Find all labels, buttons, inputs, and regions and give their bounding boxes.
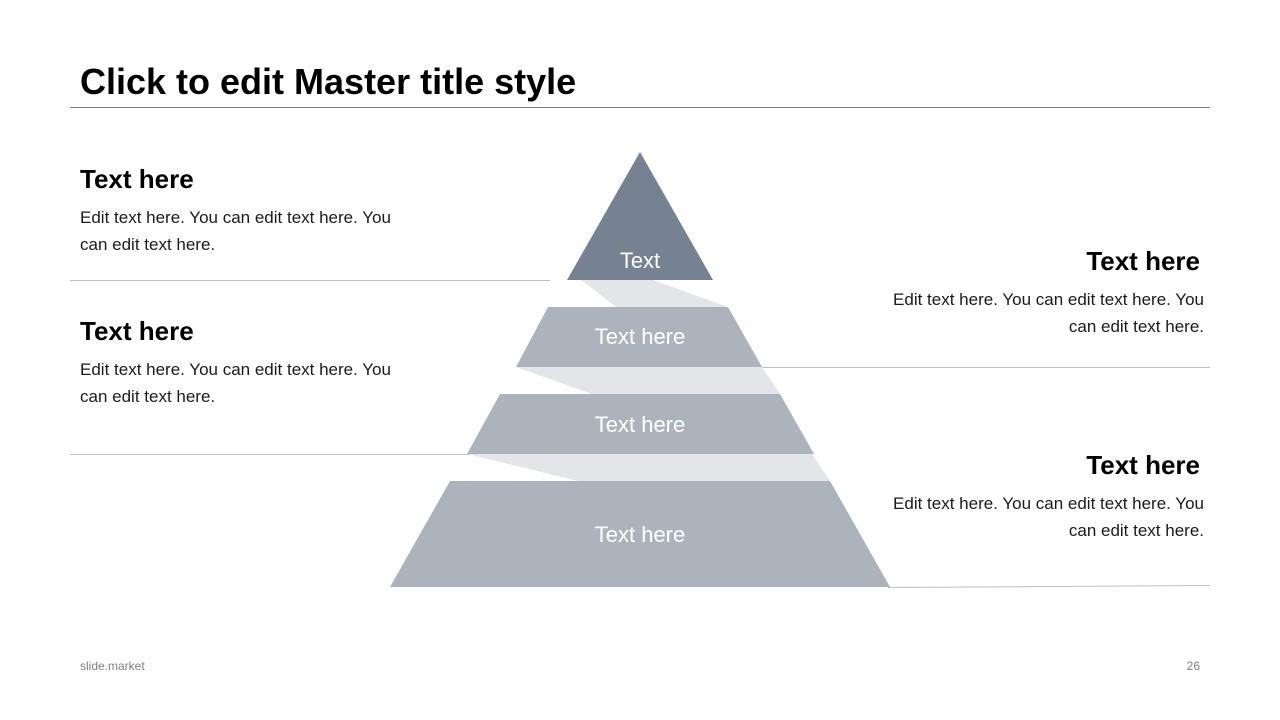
block-heading: Text here (80, 164, 194, 194)
page-number: 26 (1186, 659, 1200, 673)
block-heading: Text here (80, 316, 194, 346)
title-rule (70, 107, 1210, 108)
separator-line-right-2 (887, 585, 1211, 588)
connector-band-3 (468, 454, 830, 481)
block-body: Edit text here. You can edit text here. … (80, 360, 391, 406)
pyramid-tier-1[interactable]: Text (567, 152, 713, 280)
pyramid-tier-label: Text (620, 248, 660, 273)
pyramid-tier-2[interactable]: Text here (516, 307, 762, 367)
block-body: Edit text here. You can edit text here. … (893, 494, 1204, 540)
pyramid-tier-label: Text here (595, 522, 686, 547)
pyramid-tier-3[interactable]: Text here (467, 394, 814, 454)
pyramid-tier-label: Text here (595, 412, 686, 437)
block-body: Edit text here. You can edit text here. … (80, 208, 391, 254)
slide-title[interactable]: Click to edit Master title style (80, 61, 577, 102)
footer-brand: slide.market (80, 659, 145, 673)
right-text-block-2[interactable]: Text here Edit text here. You can edit t… (874, 450, 1204, 544)
right-text-block-1[interactable]: Text here Edit text here. You can edit t… (874, 246, 1204, 340)
connector-band-1 (580, 279, 728, 307)
pyramid-tier-4[interactable]: Text here (390, 481, 890, 587)
pyramid-tier-label: Text here (595, 324, 686, 349)
connector-band-2 (516, 367, 780, 394)
block-body: Edit text here. You can edit text here. … (893, 290, 1204, 336)
block-heading: Text here (1086, 450, 1200, 480)
left-text-block-1[interactable]: Text here Edit text here. You can edit t… (80, 164, 420, 258)
block-heading: Text here (1086, 246, 1200, 276)
left-text-block-2[interactable]: Text here Edit text here. You can edit t… (80, 316, 420, 410)
